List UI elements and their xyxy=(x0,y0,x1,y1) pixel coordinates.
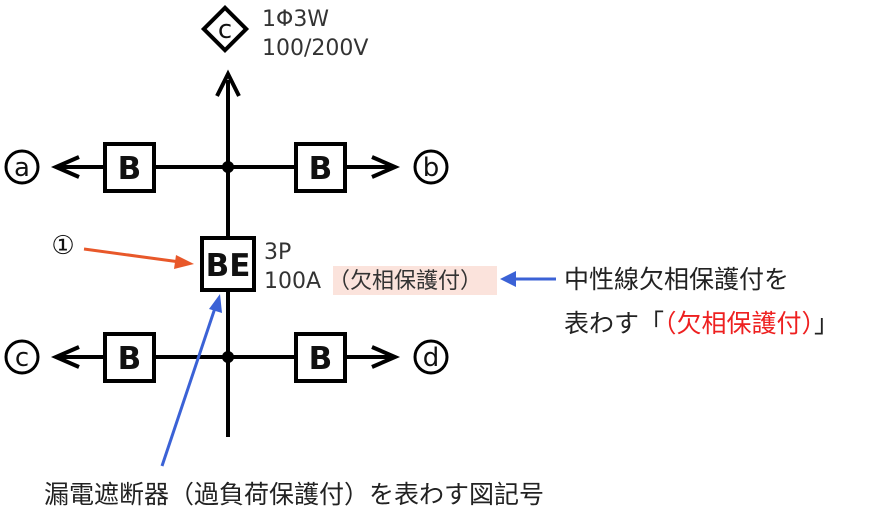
supply-arrow-head xyxy=(215,69,241,97)
arrow-right-b xyxy=(371,155,401,179)
supply-diamond-letter: c xyxy=(218,15,232,45)
branch-c-letter: c xyxy=(15,343,29,373)
branch-a-letter: a xyxy=(14,153,30,183)
main-breaker-label: BE xyxy=(206,248,251,284)
breaker-label-upper-right: B xyxy=(309,151,333,187)
branch-c-circle xyxy=(4,339,40,375)
main-breaker-poles: 3P xyxy=(264,240,291,265)
branch-d-circle xyxy=(413,339,449,375)
neutral-note-red-text: （欠相保護付） xyxy=(664,309,814,338)
neutral-note-line2: 表わす「（欠相保護付）」 xyxy=(564,309,839,338)
elcb-caption: 漏電遮断器（過負荷保護付）を表わす図記号 xyxy=(44,480,544,509)
blue-arrow-caption-head xyxy=(209,294,222,313)
lower-junction xyxy=(222,351,234,363)
callout-number-one: ① xyxy=(51,231,74,261)
blue-arrow-right-head xyxy=(500,271,516,287)
arrow-left-c xyxy=(50,345,80,369)
branch-a-circle xyxy=(4,149,40,185)
breaker-label-lower-left: B xyxy=(118,341,142,377)
arrow-right-d xyxy=(371,345,401,369)
upper-junction xyxy=(222,161,234,173)
arrow-left-a xyxy=(50,155,80,179)
neutral-note-line1: 中性線欠相保護付を xyxy=(564,265,789,294)
breaker-box-lower-right xyxy=(294,332,347,383)
orange-arrow-shaft xyxy=(83,247,181,264)
main-breaker-protection: （欠相保護付） xyxy=(328,269,482,294)
protection-highlight xyxy=(333,266,497,295)
main-breaker-box xyxy=(200,236,256,292)
breaker-box-upper-right xyxy=(294,142,347,193)
breaker-label-lower-right: B xyxy=(309,341,333,377)
neutral-note-suffix: 」 xyxy=(814,309,839,338)
main-breaker-rating: 100A xyxy=(264,269,321,294)
breaker-box-lower-left xyxy=(103,332,156,383)
branch-d-letter: d xyxy=(423,343,440,373)
branch-b-letter: b xyxy=(423,153,440,183)
supply-voltage-label: 100/200V xyxy=(262,36,368,61)
blue-arrow-caption-shaft xyxy=(160,307,217,467)
supply-phase-label: 1Φ3W xyxy=(262,7,329,32)
supply-diamond xyxy=(200,4,250,54)
breaker-box-upper-left xyxy=(103,142,156,193)
orange-arrow-head xyxy=(174,255,194,269)
neutral-note-prefix: 表わす「 xyxy=(564,309,664,338)
breaker-label-upper-left: B xyxy=(118,151,142,187)
branch-b-circle xyxy=(413,149,449,185)
